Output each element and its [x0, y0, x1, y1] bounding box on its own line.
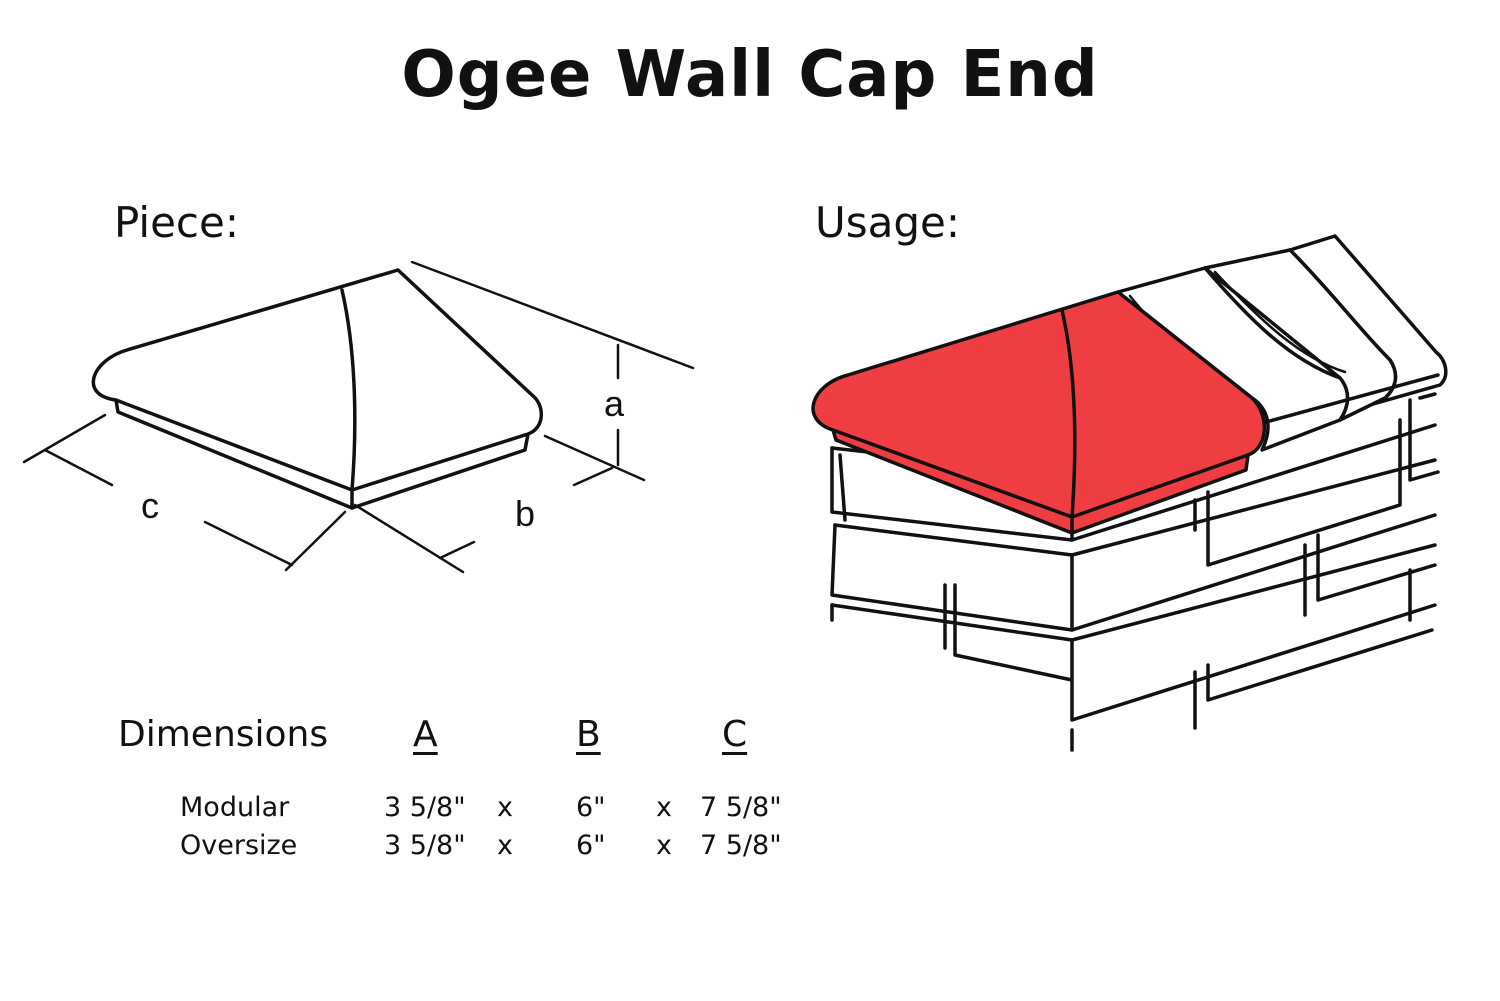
- brick-wall: [830, 373, 1440, 752]
- row-name: Oversize: [180, 830, 298, 861]
- dimension-letter-a: a: [604, 383, 625, 424]
- row-value-a: 3 5/8": [384, 792, 466, 823]
- column-header-c: C: [722, 714, 748, 755]
- row-separator: x: [497, 792, 513, 823]
- row-value-a: 3 5/8": [384, 830, 466, 861]
- row-separator: x: [656, 830, 672, 861]
- piece-label: Piece:: [114, 198, 239, 247]
- row-value-b: 6": [576, 792, 606, 823]
- page-title: Ogee Wall Cap End: [401, 38, 1099, 112]
- row-value-c: 7 5/8": [700, 792, 782, 823]
- column-header-a: A: [413, 714, 438, 755]
- row-value-b: 6": [576, 830, 606, 861]
- dimension-letter-c: c: [141, 485, 159, 526]
- usage-drawing: [811, 234, 1448, 752]
- highlighted-cap-end: [811, 290, 1267, 519]
- row-separator: x: [497, 830, 513, 861]
- piece-hip-line: [340, 288, 357, 492]
- piece-cap-body: [91, 268, 543, 492]
- dimensions-heading: Dimensions: [118, 714, 329, 755]
- usage-label: Usage:: [815, 198, 961, 247]
- dimension-lines: [22, 260, 695, 574]
- column-header-b: B: [576, 714, 601, 755]
- row-value-c: 7 5/8": [700, 830, 782, 861]
- highlighted-cap-hip-line: [1060, 308, 1077, 519]
- piece-drawing: a b c: [22, 260, 695, 574]
- dimension-letter-b: b: [515, 493, 535, 534]
- row-separator: x: [656, 792, 672, 823]
- row-name: Modular: [180, 792, 290, 823]
